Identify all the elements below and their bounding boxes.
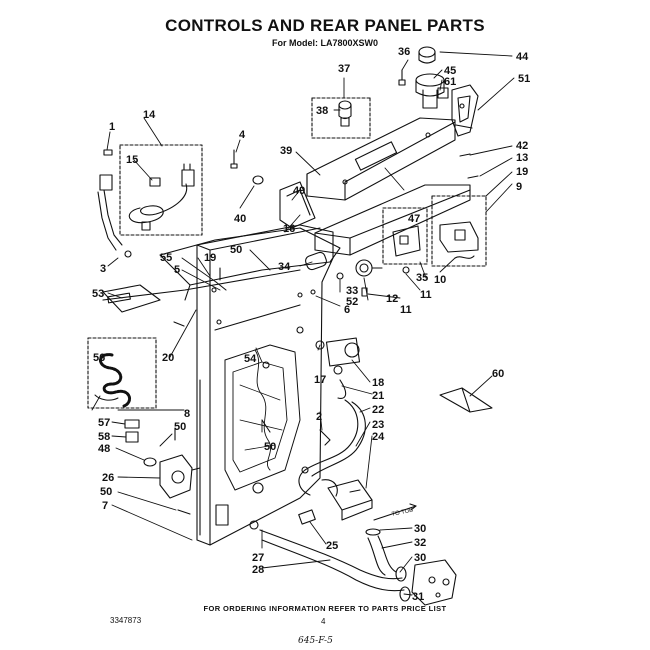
callout-42: 42 <box>516 140 528 152</box>
fasteners <box>173 149 479 530</box>
callout-50b: 50 <box>174 421 186 433</box>
callout-23: 23 <box>372 419 384 431</box>
callout-16: 16 <box>283 223 295 235</box>
timer-knob <box>398 46 449 109</box>
diagram-title: CONTROLS AND REAR PANEL PARTS <box>165 16 485 35</box>
strain-relief <box>97 149 132 258</box>
callout-11b: 11 <box>400 304 412 316</box>
page-number: 4 <box>321 617 326 626</box>
ordering-note: FOR ORDERING INFORMATION REFER TO PARTS … <box>203 604 447 613</box>
callout-3: 3 <box>100 263 106 275</box>
callout-45: 45 <box>444 65 456 77</box>
callout-15: 15 <box>126 154 138 166</box>
switch-bracket <box>451 84 479 137</box>
callout-24: 24 <box>372 431 385 443</box>
callout-51: 51 <box>518 73 530 85</box>
callout-53: 53 <box>92 288 104 300</box>
callout-18: 18 <box>372 377 384 389</box>
callout-28: 28 <box>252 564 264 576</box>
drain-pump <box>159 454 201 499</box>
document-number: 3347873 <box>110 616 142 625</box>
callout-5: 5 <box>174 264 180 276</box>
callout-35: 35 <box>416 272 428 284</box>
callout-40: 40 <box>234 213 246 225</box>
callout-17: 17 <box>314 374 326 386</box>
top-bracket <box>102 227 341 313</box>
callout-4: 4 <box>239 129 246 141</box>
callout-27: 27 <box>252 552 264 564</box>
callout-9: 9 <box>516 181 522 193</box>
callout-21: 21 <box>372 390 384 402</box>
callout-52: 52 <box>346 296 358 308</box>
callout-39: 39 <box>280 145 292 157</box>
callout-30a: 30 <box>414 523 426 535</box>
callout-19a: 19 <box>204 252 216 264</box>
callout-47: 47 <box>408 213 420 225</box>
callout-26: 26 <box>102 472 114 484</box>
selector-knob <box>311 97 371 139</box>
callout-60: 60 <box>492 368 504 380</box>
leader-lines <box>91 51 515 596</box>
water-valve <box>298 337 366 497</box>
outlet-hose <box>259 503 457 606</box>
callout-10: 10 <box>434 274 446 286</box>
callout-19b: 19 <box>516 166 528 178</box>
callout-48: 48 <box>98 443 110 455</box>
callout-numbers: 1 2 3 4 5 6 7 8 9 10 11 11 12 13 14 15 1… <box>92 46 530 603</box>
callout-8: 8 <box>184 408 190 420</box>
callout-25: 25 <box>326 540 338 552</box>
callout-34: 34 <box>278 261 291 273</box>
callout-31: 31 <box>412 591 424 603</box>
callout-58: 58 <box>98 431 110 443</box>
callout-1: 1 <box>109 121 115 133</box>
callout-61: 61 <box>444 76 456 88</box>
hose-bracket <box>327 479 373 521</box>
handwritten-note: 645-F-5 <box>298 636 333 646</box>
callout-37: 37 <box>338 63 350 75</box>
callout-38: 38 <box>316 105 328 117</box>
callout-49: 49 <box>293 185 305 197</box>
callout-7: 7 <box>102 500 108 512</box>
callout-55: 55 <box>160 252 172 264</box>
callout-44: 44 <box>516 51 529 63</box>
model-line: For Model: LA7800XSW0 <box>271 38 379 48</box>
callout-32: 32 <box>414 537 426 549</box>
callout-36: 36 <box>398 46 410 58</box>
callout-6: 6 <box>344 304 350 316</box>
callout-20: 20 <box>162 352 174 364</box>
small-motor <box>355 259 383 297</box>
callout-30b: 30 <box>414 552 426 564</box>
callout-56: 56 <box>93 352 105 364</box>
callout-50c: 50 <box>264 441 276 453</box>
callout-50d: 50 <box>100 486 112 498</box>
capacitor <box>305 251 344 280</box>
timer-module <box>431 195 487 267</box>
control-console <box>279 117 471 256</box>
lid-actuator <box>439 387 493 413</box>
to-tub-label: TO TUB <box>391 508 414 518</box>
callout-57: 57 <box>98 417 110 429</box>
callout-2: 2 <box>316 411 322 423</box>
rear-panel <box>196 224 334 546</box>
callout-14: 14 <box>143 109 156 121</box>
callout-13: 13 <box>516 152 528 164</box>
callout-50a: 50 <box>230 244 242 256</box>
callout-22: 22 <box>372 404 384 416</box>
selector-switch <box>382 207 428 274</box>
callout-11a: 11 <box>420 289 432 301</box>
callout-12: 12 <box>386 293 398 305</box>
callout-54: 54 <box>244 353 257 365</box>
callout-33: 33 <box>346 285 358 297</box>
